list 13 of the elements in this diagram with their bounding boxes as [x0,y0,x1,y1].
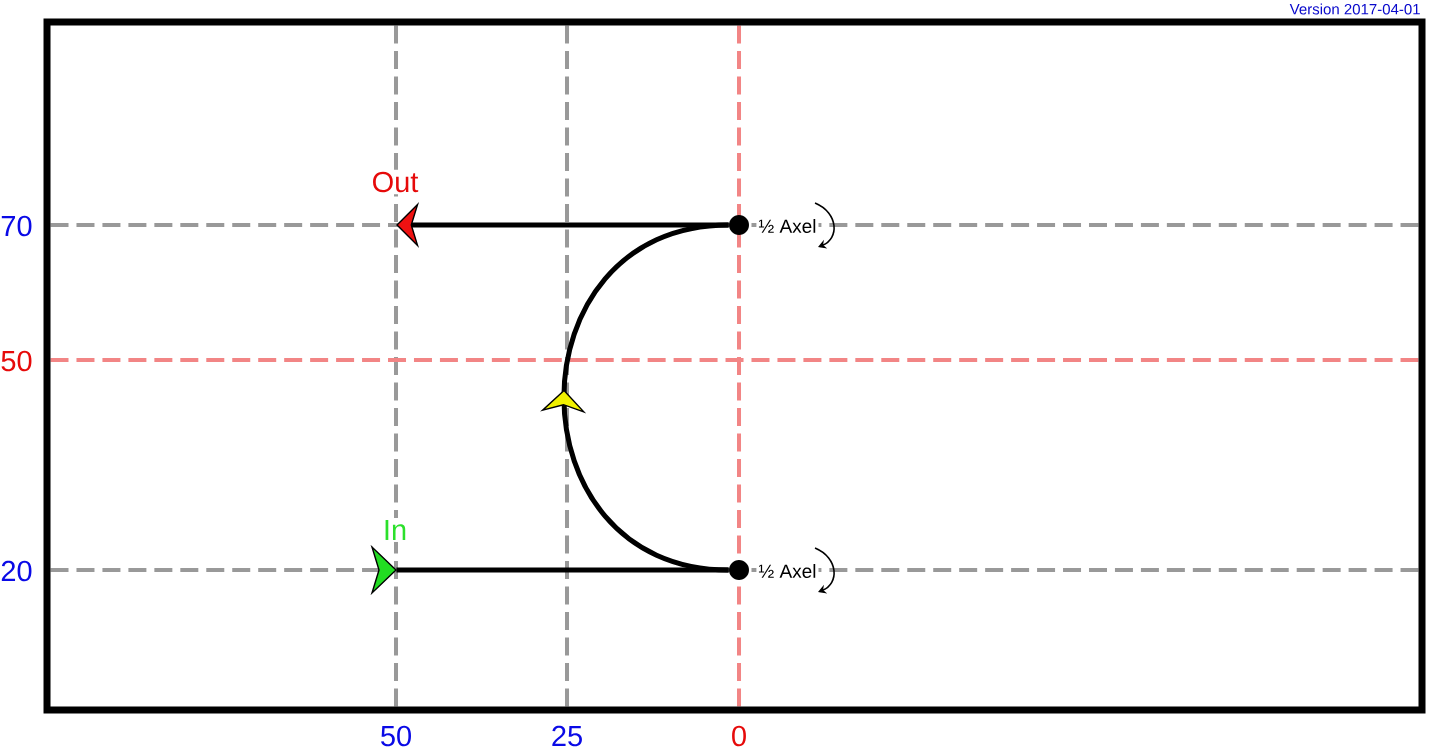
text-label: Out [369,169,421,195]
text-label: In [380,518,410,542]
version-label: Version 2017-04-01 [1287,1,1423,17]
text-label: ½ Axel [756,562,819,580]
text-label: 20 [0,558,35,584]
dot [729,215,749,235]
text-label: 50 [0,348,35,374]
text-label: ½ Axel [756,217,819,235]
text-label: 50 [377,723,415,748]
text-label: 25 [548,723,586,748]
text-label: 0 [728,723,750,748]
text-label: 70 [0,213,35,239]
dot [729,560,749,580]
